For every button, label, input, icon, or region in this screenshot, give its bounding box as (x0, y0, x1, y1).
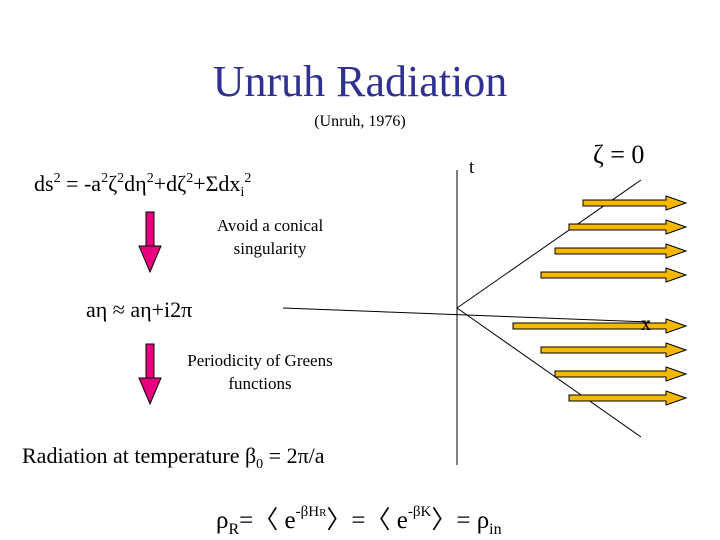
note-line: Periodicity of Greens (187, 351, 333, 370)
periodic-identification: aη ≈ aη+i2π (86, 297, 193, 322)
temperature-statement: Radiation at temperature β0 = 2π/a (22, 443, 325, 472)
citation: (Unruh, 1976) (314, 113, 406, 130)
conical-singularity-note: Avoid a conical singularity (180, 214, 360, 260)
acceleration-arrow (540, 267, 688, 283)
horizon-lower (456, 307, 642, 438)
acceleration-arrow (540, 342, 688, 358)
metric-equation: ds2 = -a2ζ2dη2+dζ2+Σdxi2 (34, 171, 252, 200)
acceleration-arrow (568, 390, 688, 406)
note-line: singularity (233, 239, 307, 258)
t-axis-label: t (469, 157, 475, 178)
greens-periodicity-note: Periodicity of Greens functions (150, 349, 370, 395)
acceleration-arrow (554, 366, 688, 382)
acceleration-arrow (582, 195, 688, 211)
acceleration-arrow (554, 243, 688, 259)
zeta-zero-label: ζ = 0 (593, 140, 645, 169)
density-matrix-equation: ρR=〈 e-βHR〉=〈 e-βK〉= ρin (216, 504, 502, 538)
acceleration-arrow (512, 318, 688, 334)
note-line: functions (228, 374, 292, 393)
x-axis-label: x (641, 313, 651, 335)
slide-title: Unruh Radiation (212, 57, 508, 106)
horizon-upper (456, 179, 642, 309)
down-arrow (138, 211, 162, 274)
acceleration-arrow (568, 219, 688, 235)
note-line: Avoid a conical (216, 216, 324, 235)
down-arrow (138, 343, 162, 406)
